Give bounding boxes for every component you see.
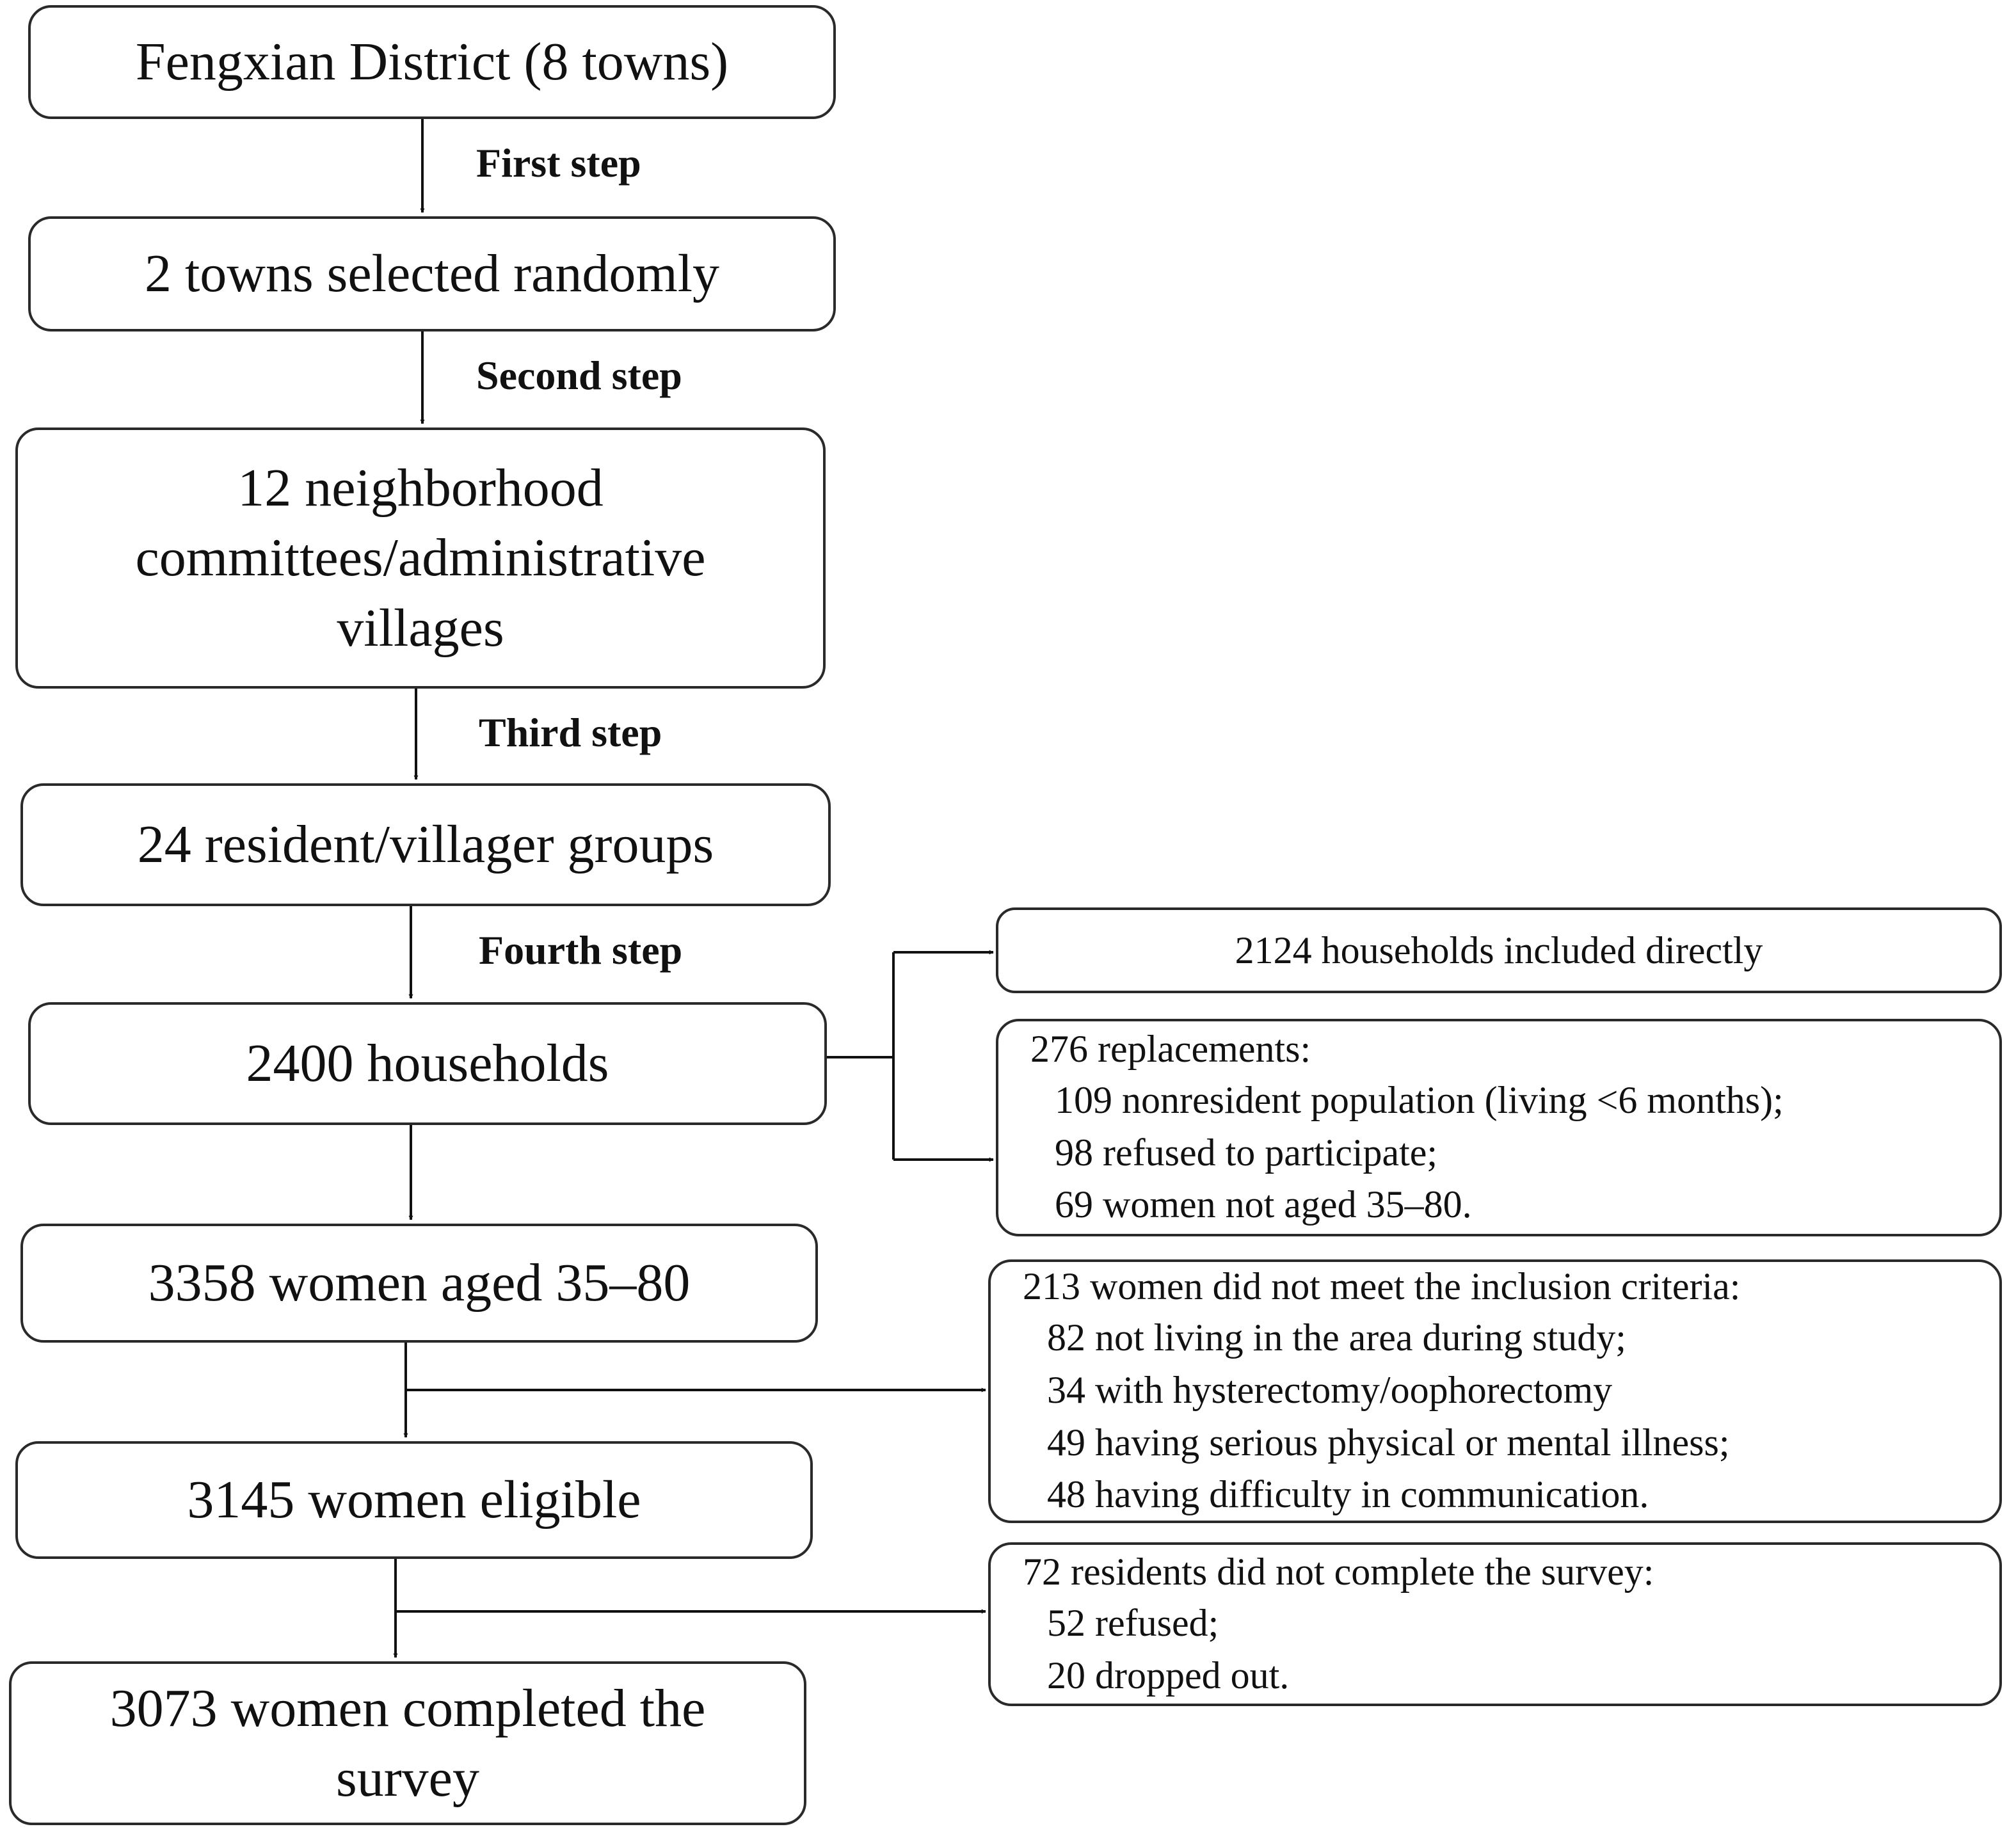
box-line: 2 towns selected randomly	[144, 244, 720, 304]
side-box-item: 69 women not aged 35–80.	[1055, 1183, 1472, 1226]
box-line: 24 resident/villager groups	[137, 815, 714, 875]
box-neighborhood-committees: 12 neighborhood committees/administrativ…	[15, 427, 826, 689]
box-line: 2400 households	[246, 1034, 609, 1094]
side-box-item: 20 dropped out.	[1047, 1654, 1290, 1697]
box-towns-selected: 2 towns selected randomly	[28, 216, 836, 331]
box-replacements: 276 replacements: 109 nonresident popula…	[996, 1019, 2002, 1236]
side-box-head: 2124 households included directly	[1235, 929, 1763, 971]
side-box-item: 49 having serious physical or mental ill…	[1047, 1421, 1730, 1464]
step-label-fourth: Fourth step	[479, 927, 683, 973]
box-line: Fengxian District (8 towns)	[135, 32, 729, 92]
side-box-item: 52 refused;	[1047, 1602, 1219, 1644]
side-box-head: 276 replacements:	[1030, 1028, 1311, 1071]
box-households: 2400 households	[28, 1002, 827, 1125]
box-resident-groups: 24 resident/villager groups	[20, 783, 831, 906]
box-line: 12 neighborhood	[237, 458, 604, 518]
side-box-item: 48 having difficulty in communication.	[1047, 1473, 1649, 1516]
side-box-item: 98 refused to participate;	[1055, 1131, 1438, 1174]
box-fengxian-district: Fengxian District (8 towns)	[28, 5, 836, 119]
side-box-item: 109 nonresident population (living <6 mo…	[1055, 1079, 1784, 1122]
box-line: 3073 women completed the	[109, 1678, 706, 1738]
side-box-item: 34 with hysterectomy/oophorectomy	[1047, 1369, 1613, 1411]
box-line: committees/administrative	[135, 528, 706, 588]
step-label-first: First step	[476, 140, 641, 186]
side-box-item: 82 not living in the area during study;	[1047, 1316, 1626, 1359]
box-line: villages	[337, 598, 504, 658]
side-box-head: 213 women did not meet the inclusion cri…	[1023, 1265, 1741, 1308]
box-did-not-complete: 72 residents did not complete the survey…	[988, 1542, 2002, 1706]
box-women-eligible: 3145 women eligible	[15, 1441, 813, 1559]
box-line: 3358 women aged 35–80	[148, 1253, 691, 1313]
box-included-directly: 2124 households included directly	[996, 907, 2002, 993]
box-women-completed: 3073 women completed the survey	[9, 1661, 806, 1825]
step-label-third: Third step	[479, 710, 662, 755]
step-label-second: Second step	[476, 353, 682, 398]
box-line: 3145 women eligible	[187, 1470, 641, 1530]
box-women-aged: 3358 women aged 35–80	[20, 1224, 818, 1343]
box-inclusion-criteria: 213 women did not meet the inclusion cri…	[988, 1259, 2002, 1523]
box-line: survey	[336, 1748, 479, 1808]
side-box-head: 72 residents did not complete the survey…	[1023, 1550, 1654, 1593]
